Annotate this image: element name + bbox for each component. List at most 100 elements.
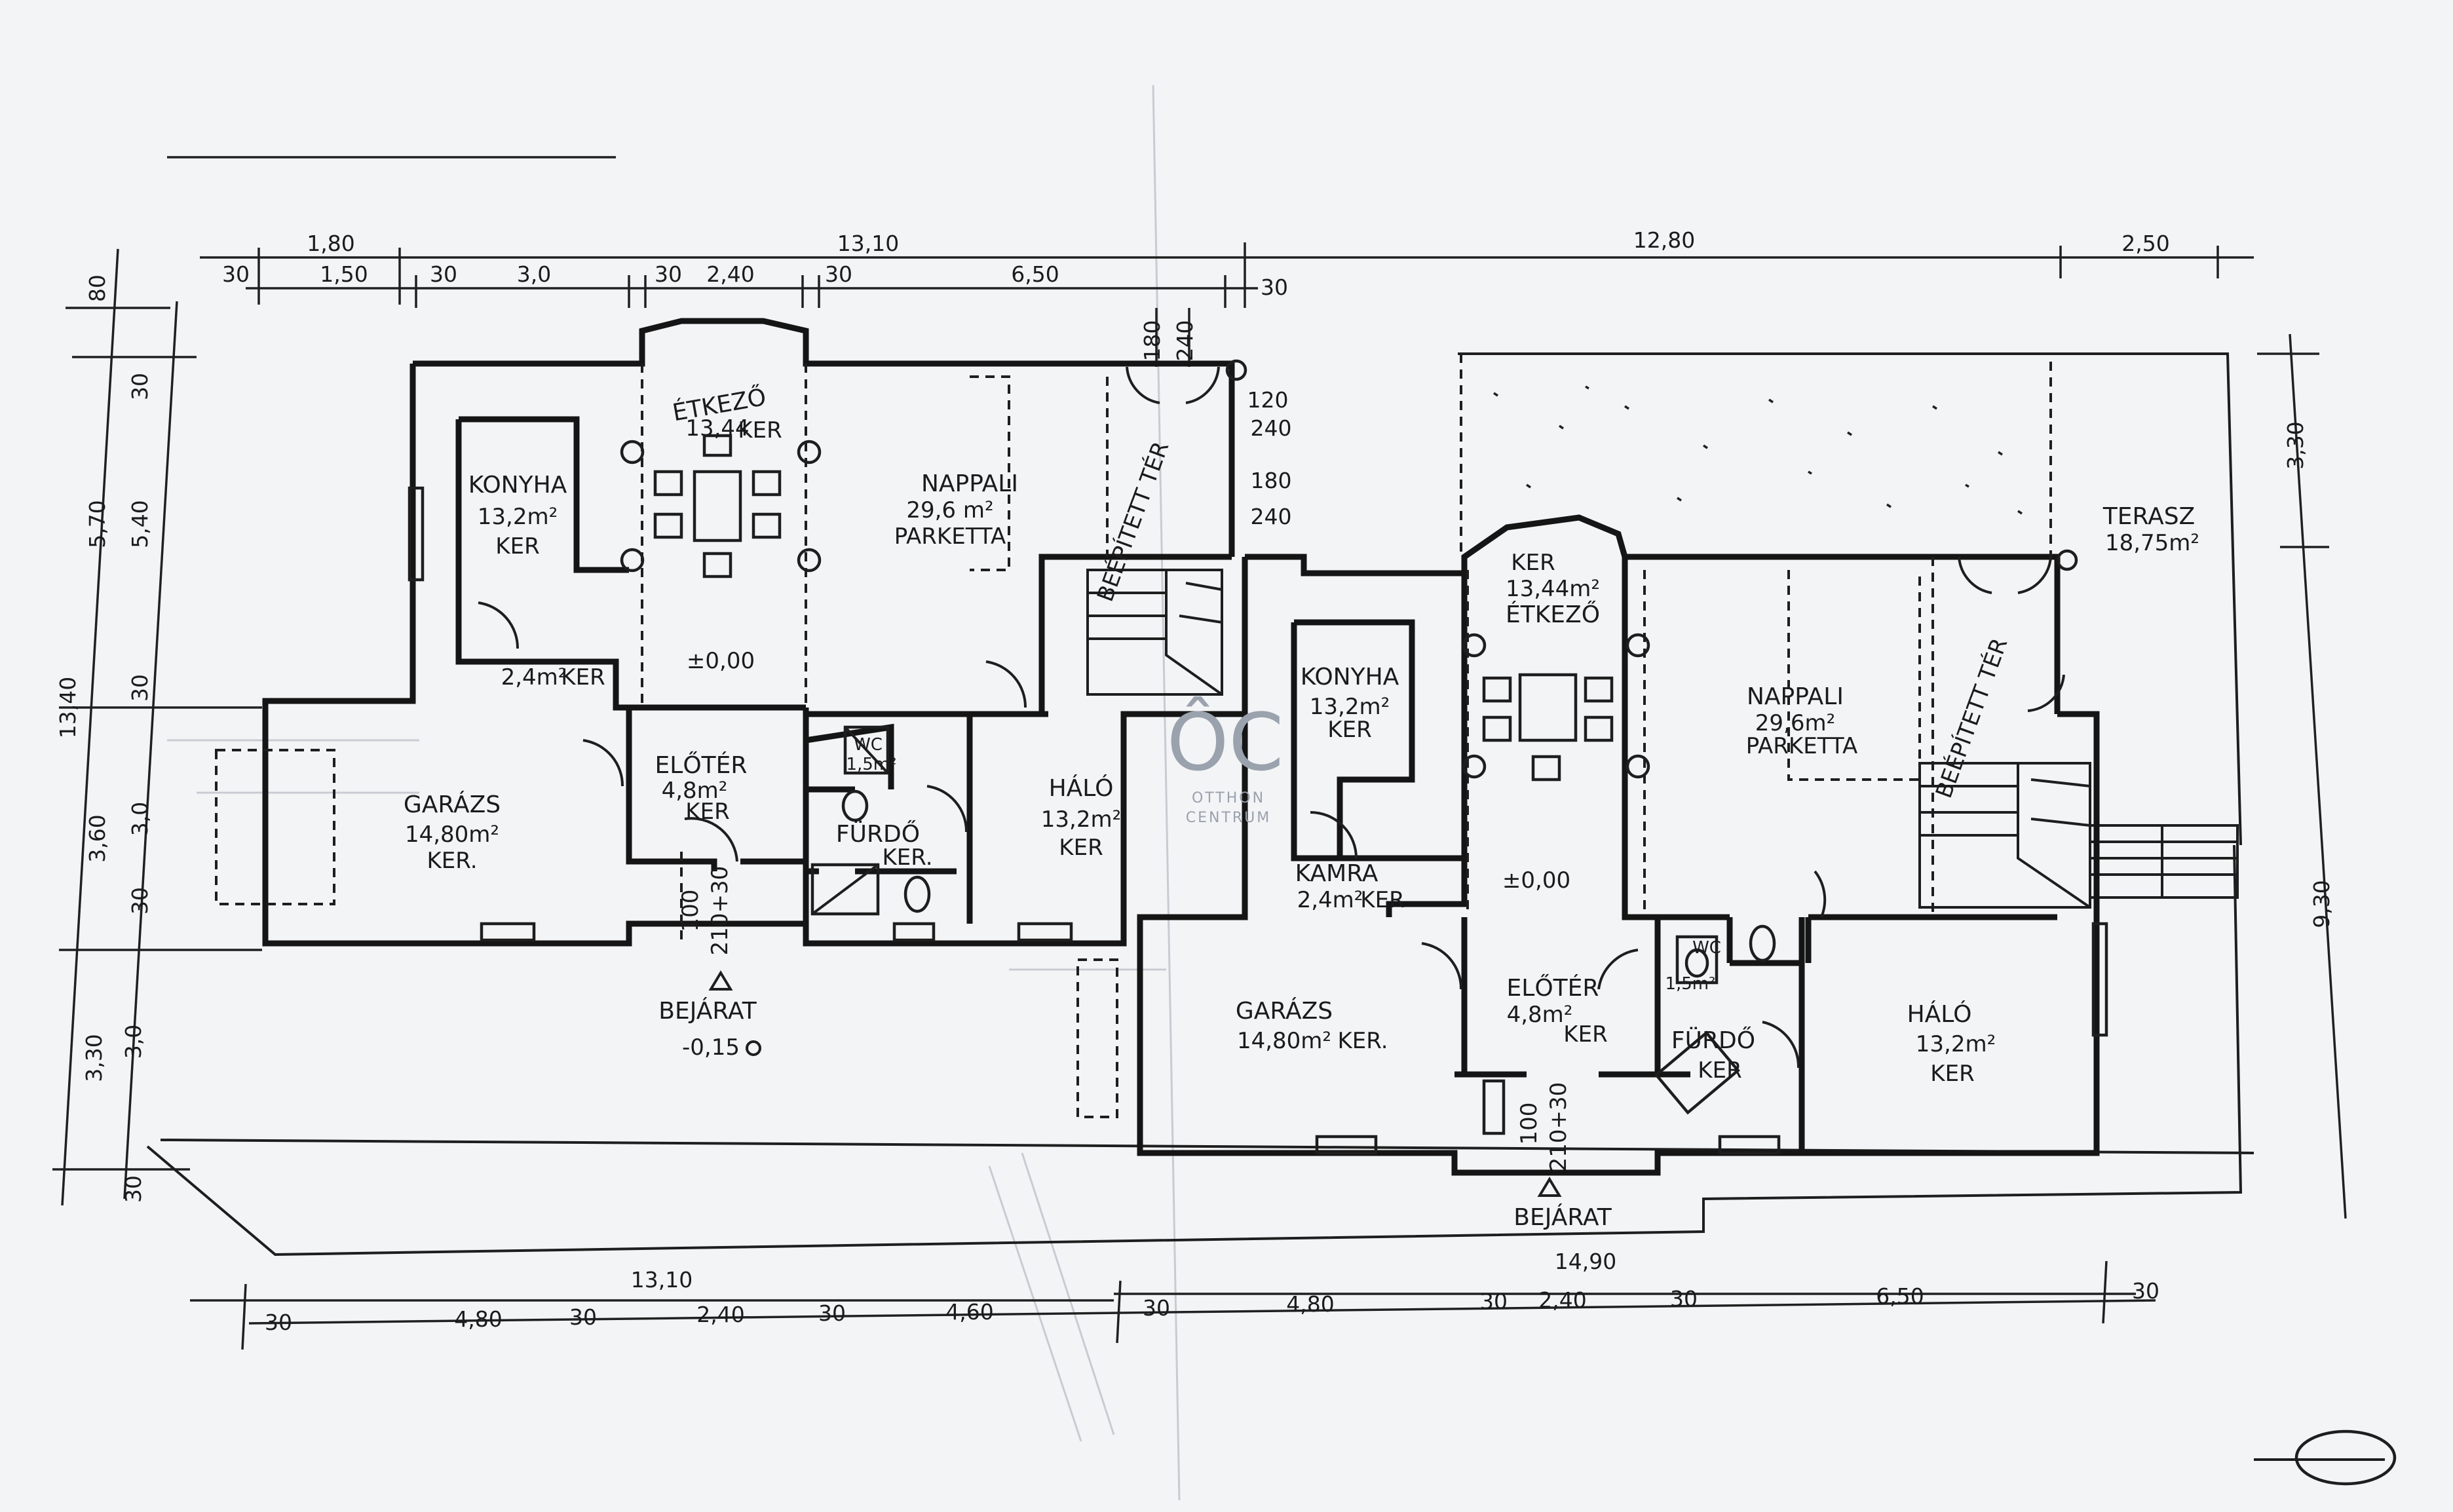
unit-a-level-marker-icon [746,1040,761,1056]
unit-a-dashed [215,364,1109,943]
unit-b-beepitett: BEÉPÍTETT TÉR [1930,634,2013,801]
dim-left-2: 30 [127,373,153,400]
unit-a-etkezo-area: 13,44 [685,415,749,442]
dim-seg-4: 3,0 [517,261,551,287]
unit-b-wc-area: 1,5m² [1665,974,1715,994]
unit-b-door-height: 210+30 [1546,1082,1572,1172]
unit-a-konyha-area: 13,2m² [478,504,558,530]
unit-a-kamra-area: 2,4m² [501,664,567,690]
dim-left-9: 30 [127,887,153,915]
dim-left-11: 3,0 [121,1025,146,1059]
unit-a-eloter-name: ELŐTÉR [655,751,748,779]
unit-b-etkezo-floor: KER [1511,550,1555,576]
dim-top-4: 2,50 [2121,231,2169,256]
unit-a-bejarat: BEJÁRAT [658,997,757,1025]
dim-left-1: 80 [85,274,110,302]
unit-b-kamra-area: 2,4m² [1297,887,1363,913]
dim-seg-7: 30 [825,261,852,287]
dim-bseg-6: 4,60 [945,1299,993,1325]
unit-b-nappali-area: 29,6m² [1755,710,1835,736]
unit-a-bejarat-level: -0,15 [682,1034,740,1061]
dim-top-2: 13,10 [837,231,899,256]
dim-top-3: 12,80 [1633,227,1695,253]
dim-left-12: 30 [121,1175,146,1203]
unit-b-konyha-name: KONYHA [1301,664,1399,690]
dim-bseg-11: 30 [1670,1286,1698,1312]
dim-bottom-1: 13,10 [631,1267,693,1293]
unit-a-bath-fixtures [810,725,931,916]
dim-door-4: 240 [1251,415,1292,441]
dim-door-3: 120 [1247,387,1289,413]
unit-b-nappali-floor: PARKETTA [1746,733,1858,759]
dim-bseg-4: 2,40 [696,1302,744,1327]
dim-seg-1: 30 [222,261,250,287]
top-dimension-lines [200,242,2254,367]
unit-a-stair [1086,569,1223,696]
dim-door-1: 180 [1139,320,1165,362]
unit-a-konyha-floor: KER [495,533,539,559]
dim-seg-2: 1,50 [320,261,368,287]
unit-a-doors [408,359,1247,942]
dim-bseg-3: 30 [569,1304,597,1330]
unit-b-eloter-area: 4,8m² [1507,1002,1573,1028]
unit-b-dashed [1076,352,2052,1118]
dim-right-1: 3,30 [2283,421,2308,469]
dim-seg-9: 30 [1261,274,1288,300]
dim-bseg-2: 4,80 [454,1306,502,1332]
dim-left-10: 3,30 [81,1034,107,1082]
unit-a-garazs-floor: KER. [427,848,478,874]
dim-seg-6: 2,40 [706,261,754,287]
unit-b-kamra-name: KAMRA [1295,860,1379,887]
unit-a-etkezo-floor: KER [738,417,782,444]
unit-a-halo-floor: KER [1059,835,1103,861]
dim-left-6: 30 [127,674,153,702]
unit-b-halo-name: HÁLÓ [1907,1000,1972,1028]
dim-bseg-9: 30 [1480,1289,1508,1314]
unit-a-kamra-floor: KER [561,664,605,690]
unit-a-nappali-floor: PARKETTA [894,523,1006,550]
unit-b-furdo-name: FÜRDŐ [1671,1027,1755,1054]
dim-bseg-1: 30 [265,1310,292,1335]
dim-seg-3: 30 [430,261,457,287]
dim-left-7: 3,60 [85,814,110,862]
unit-b-kamra-floor: KER [1360,887,1404,913]
unit-a-konyha-name: KONYHA [468,472,567,499]
unit-a-nappali-name: NAPPALI [921,470,1018,497]
unit-b-garazs-name: GARÁZS [1236,997,1333,1025]
logo-line-2: CENTRUM [1186,810,1272,826]
dim-left-8: 3,0 [127,802,153,836]
unit-b-eloter-name: ELŐTÉR [1507,974,1599,1002]
dim-bseg-5: 30 [818,1300,846,1326]
unit-a-halo-area: 13,2m² [1041,806,1121,833]
unit-b-konyha-floor: KER [1327,717,1371,743]
unit-b-entry-marker-icon [1537,1177,1562,1197]
unit-a-entry-marker-icon [708,970,733,991]
unit-a-wc-name: WC [854,735,883,755]
dim-bseg-7: 30 [1143,1295,1170,1321]
unit-a-wc-area: 1,5m² [846,755,896,774]
unit-b-terasz-area: 18,75m² [2105,530,2199,556]
unit-b-halo-floor: KER [1930,1061,1974,1087]
unit-b-wc-name: WC [1692,938,1721,958]
dim-bseg-13: 30 [2132,1278,2159,1304]
unit-a-walls [262,318,1245,947]
dim-right-2: 9,30 [2309,880,2334,928]
dim-bseg-12: 6,50 [1876,1283,1924,1309]
unit-a-garazs-area: 14,80m² [405,822,499,848]
unit-a-halo-name: HÁLÓ [1049,774,1114,802]
left-dimension-lines [52,248,262,1206]
dim-door-6: 240 [1251,504,1292,529]
dim-left-5: 13,40 [55,677,81,738]
bottom-dimension-lines [190,1260,2156,1350]
unit-b-elevation: ±0,00 [1502,867,1570,894]
dim-bseg-10: 2,40 [1538,1287,1586,1313]
unit-b-bath-fixtures [1482,924,1776,1135]
unit-a-elevation: ±0,00 [687,648,755,674]
unit-b-garazs-floor: KER. [1338,1028,1388,1054]
unit-b-furdo-floor: KER [1698,1057,1741,1084]
logo-mark: ÔC [1167,697,1284,789]
dim-door-5: 180 [1251,468,1292,493]
unit-b-eloter-floor: KER [1563,1021,1607,1048]
